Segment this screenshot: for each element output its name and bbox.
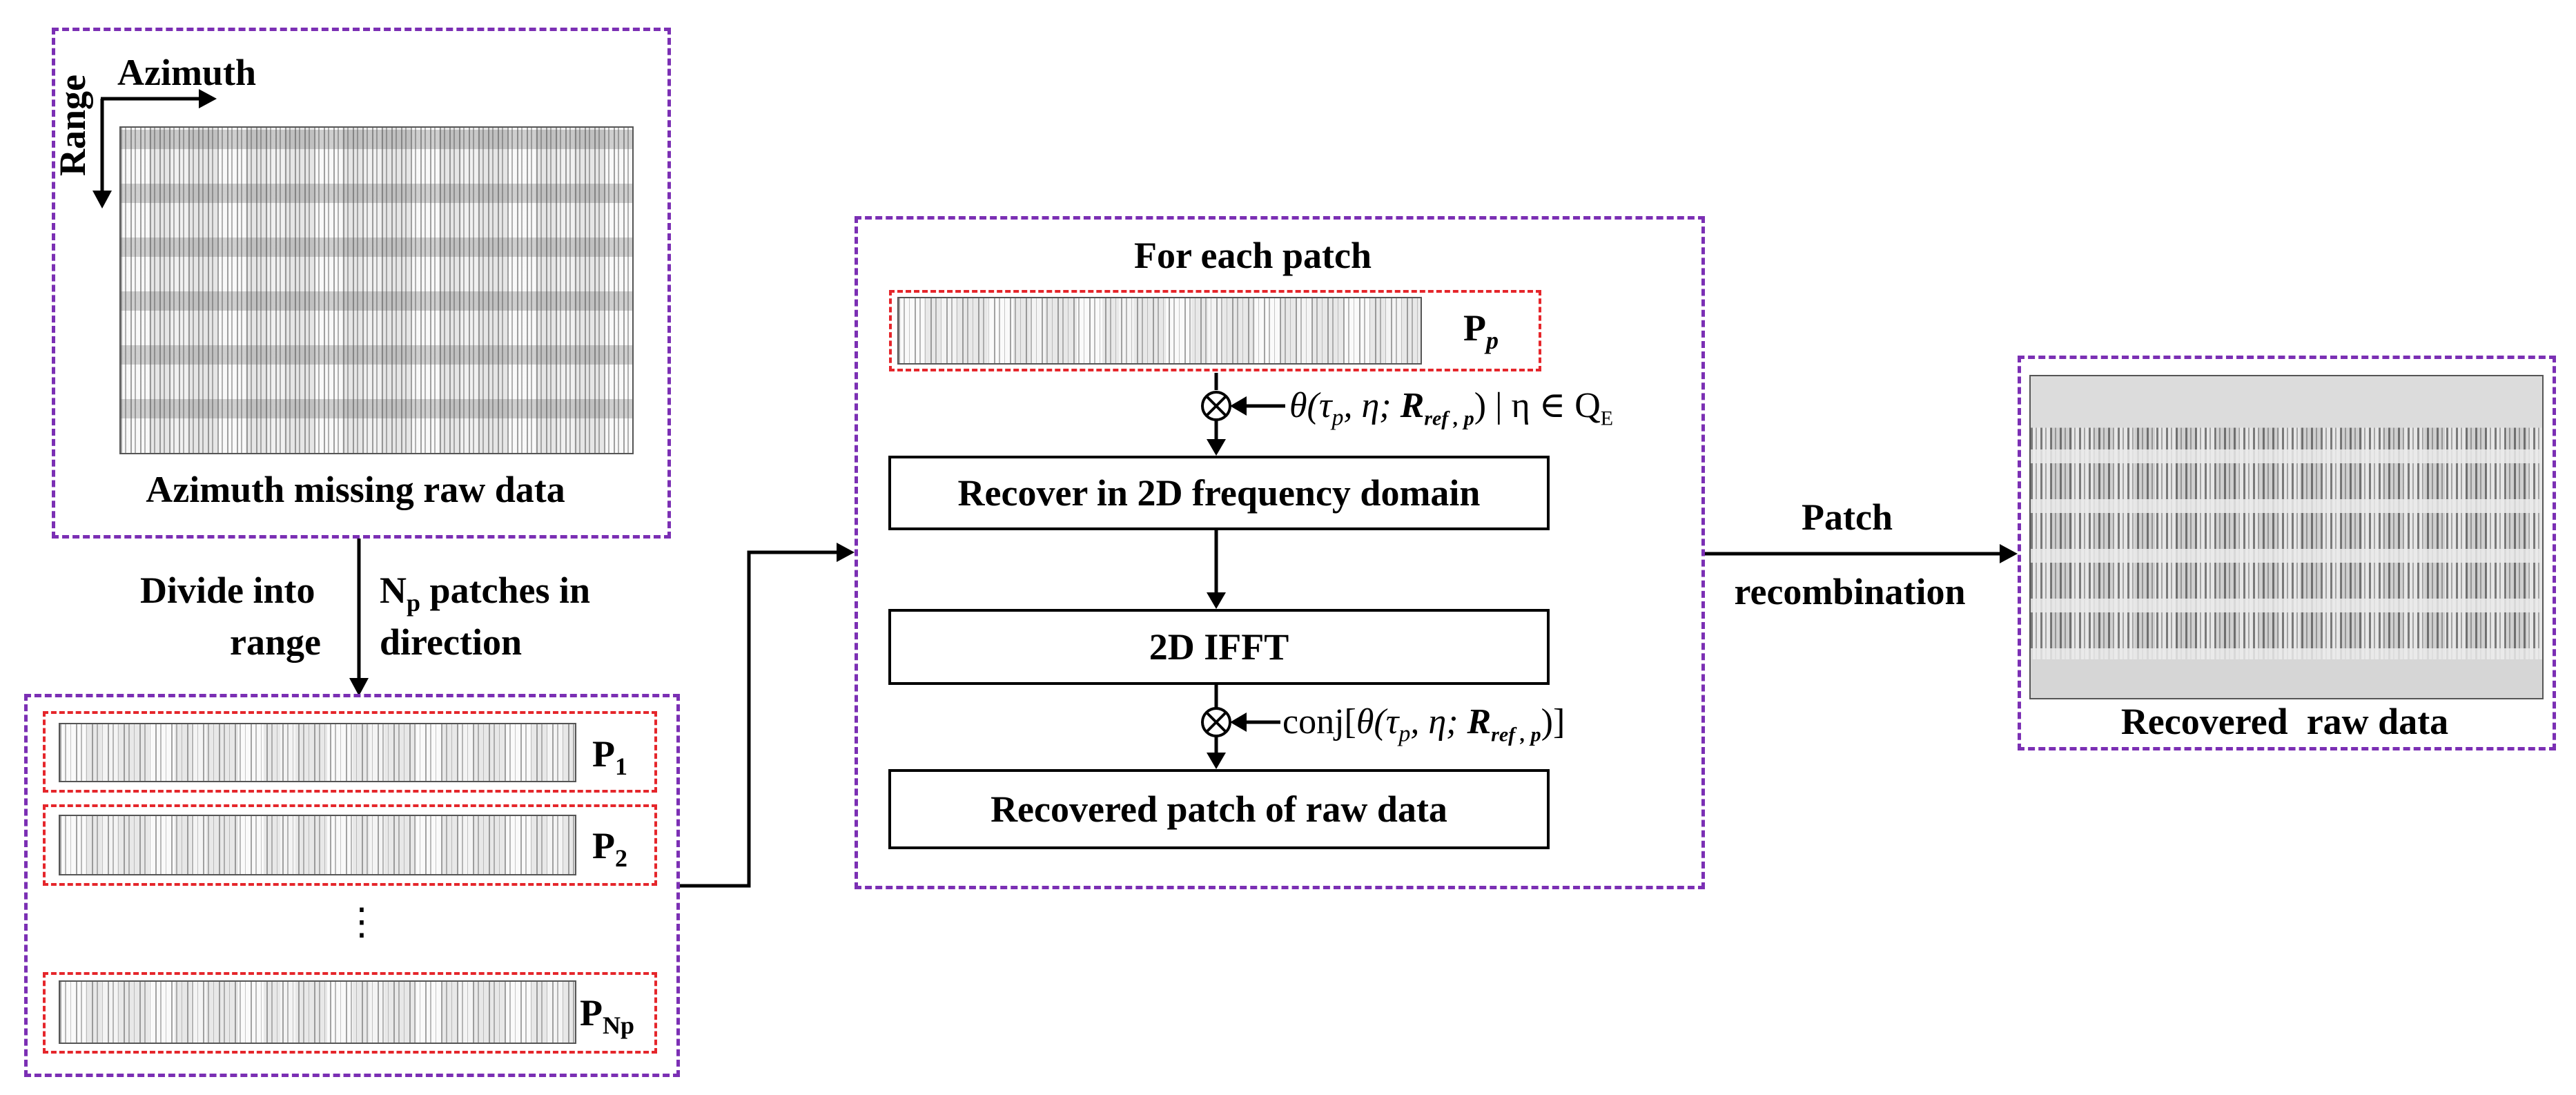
patch-label-1: P1: [592, 733, 627, 780]
patch-label-2: P2: [592, 825, 627, 872]
patch-image-1: [59, 723, 576, 782]
patch-label-np: PNp: [580, 992, 635, 1039]
current-patch-label: Pp: [1463, 307, 1499, 354]
patches-ellipsis: ⋮: [343, 901, 380, 942]
recovered-caption: Recovered raw data: [2120, 701, 2449, 742]
process-panel: [855, 216, 1705, 889]
step-2d-ifft: 2D IFFT: [888, 609, 1550, 685]
recombination-label-line2: recombination: [1734, 571, 1966, 612]
divide-arrow: [349, 539, 369, 696]
axis-arrows: [92, 89, 217, 209]
process-header: For each patch: [1134, 235, 1372, 276]
recovered-raw-data-image: [2029, 375, 2544, 699]
patches-to-process-arrow: [680, 543, 855, 888]
process-flow-arrows: [1201, 373, 1285, 769]
recombination-label-line1: Patch: [1802, 496, 1893, 538]
azimuth-axis-label: Azimuth: [117, 52, 256, 93]
divide-label-line2-left: range: [230, 621, 321, 663]
divide-label-line2-right: direction: [380, 621, 522, 663]
patches-panel: [24, 694, 680, 1077]
raw-data-caption: Azimuth missing raw data: [146, 469, 565, 510]
phase-formula-1: θ(τp, η; Rref , p) | η ∈ QE: [1289, 386, 1614, 431]
phase-formula-conj: conj[θ(τp, η; Rref , p)]: [1282, 702, 1565, 747]
range-axis-label: Range: [52, 75, 93, 176]
divide-label-line1-left: Divide into: [140, 570, 315, 611]
missing-raw-data-image: [119, 126, 634, 454]
raw-data-panel: [52, 28, 671, 539]
patch-box-np: [43, 972, 657, 1054]
step-recover-2d-frequency: Recover in 2D frequency domain: [888, 456, 1550, 530]
recovered-panel: [2018, 356, 2556, 750]
patch-box-2: [43, 804, 657, 886]
current-patch-box: [889, 290, 1541, 371]
current-patch-image: [897, 297, 1422, 365]
patch-box-1: [43, 711, 657, 793]
divide-label-line1-right: Np patches in: [380, 570, 591, 617]
recombination-arrow: [1705, 544, 2018, 563]
step-recovered-patch: Recovered patch of raw data: [888, 769, 1550, 849]
patch-image-np: [59, 980, 576, 1044]
patch-image-2: [59, 815, 576, 875]
